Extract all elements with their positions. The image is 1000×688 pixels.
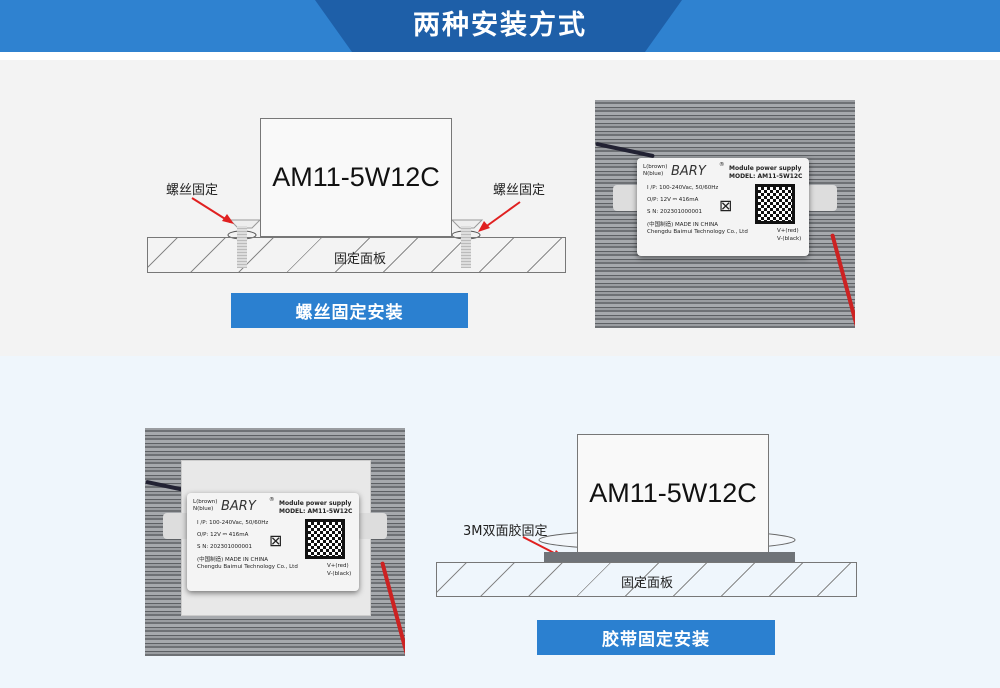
label-output: O/P: 12V ⎓ 416mA — [197, 532, 249, 538]
label-title: Module power supply — [279, 500, 352, 507]
label-model: MODEL: AM11-5W12C — [729, 173, 803, 180]
header-center-trapezoid — [315, 0, 682, 52]
mounting-panel — [436, 562, 857, 597]
screw-left — [237, 226, 247, 268]
brand-logo: BARY — [221, 499, 256, 514]
module-box: AM11-5W12C — [260, 118, 452, 237]
label-made-in: (中国制造) MADE IN CHINA — [647, 222, 718, 228]
qr-code — [305, 519, 345, 559]
label-company: Chengdu Baimui Technology Co., Ltd — [647, 229, 748, 235]
label-wire-l: L(brown) — [643, 164, 668, 170]
registered-mark: ® — [269, 497, 275, 503]
label-serial: S N: 202301000001 — [647, 209, 702, 215]
label-input: I /P: 100-240Vac, 50/60Hz — [647, 185, 719, 191]
label-company: Chengdu Baimui Technology Co., Ltd — [197, 564, 298, 570]
screw-label-right: 螺丝固定 — [493, 183, 546, 198]
module-box: AM11-5W12C — [577, 434, 769, 553]
label-v-plus: V+(red) — [777, 228, 799, 234]
screw-mount-button[interactable]: 螺丝固定安装 — [231, 293, 468, 328]
mounting-panel — [147, 237, 566, 273]
screw-mount-photo: L(brown) N(blue) BARY ® Module power sup… — [595, 100, 855, 328]
panel-label: 固定面板 — [620, 576, 673, 591]
label-v-minus: V-(black) — [327, 571, 352, 577]
label-v-minus: V-(black) — [777, 236, 802, 242]
label-serial: S N: 202301000001 — [197, 544, 252, 550]
weee-bin-icon: ⊠ — [269, 531, 283, 550]
weee-bin-icon: ⊠ — [719, 196, 733, 215]
panel-label: 固定面板 — [333, 252, 386, 267]
screw-right — [461, 226, 471, 268]
tape-label: 3M双面胶固定 — [463, 524, 548, 539]
qr-code — [755, 184, 795, 224]
label-wire-n: N(blue) — [193, 506, 214, 512]
label-model: MODEL: AM11-5W12C — [279, 508, 353, 515]
label-made-in: (中国制造) MADE IN CHINA — [197, 557, 268, 563]
tape-mount-button[interactable]: 胶带固定安装 — [537, 620, 775, 655]
label-input: I /P: 100-240Vac, 50/60Hz — [197, 520, 269, 526]
screw-label-left: 螺丝固定 — [166, 183, 219, 198]
registered-mark: ® — [719, 162, 725, 168]
label-title: Module power supply — [729, 165, 802, 172]
tape-mount-photo: L(brown) N(blue) BARY ® Module power sup… — [145, 428, 405, 656]
page-title: 两种安装方式 — [413, 10, 587, 41]
label-wire-l: L(brown) — [193, 499, 218, 505]
double-sided-tape — [544, 552, 795, 562]
screw-diagram-lines — [191, 197, 521, 240]
label-output: O/P: 12V ⎓ 416mA — [647, 197, 699, 203]
label-wire-n: N(blue) — [643, 171, 664, 177]
label-v-plus: V+(red) — [327, 563, 349, 569]
brand-logo: BARY — [671, 164, 706, 179]
